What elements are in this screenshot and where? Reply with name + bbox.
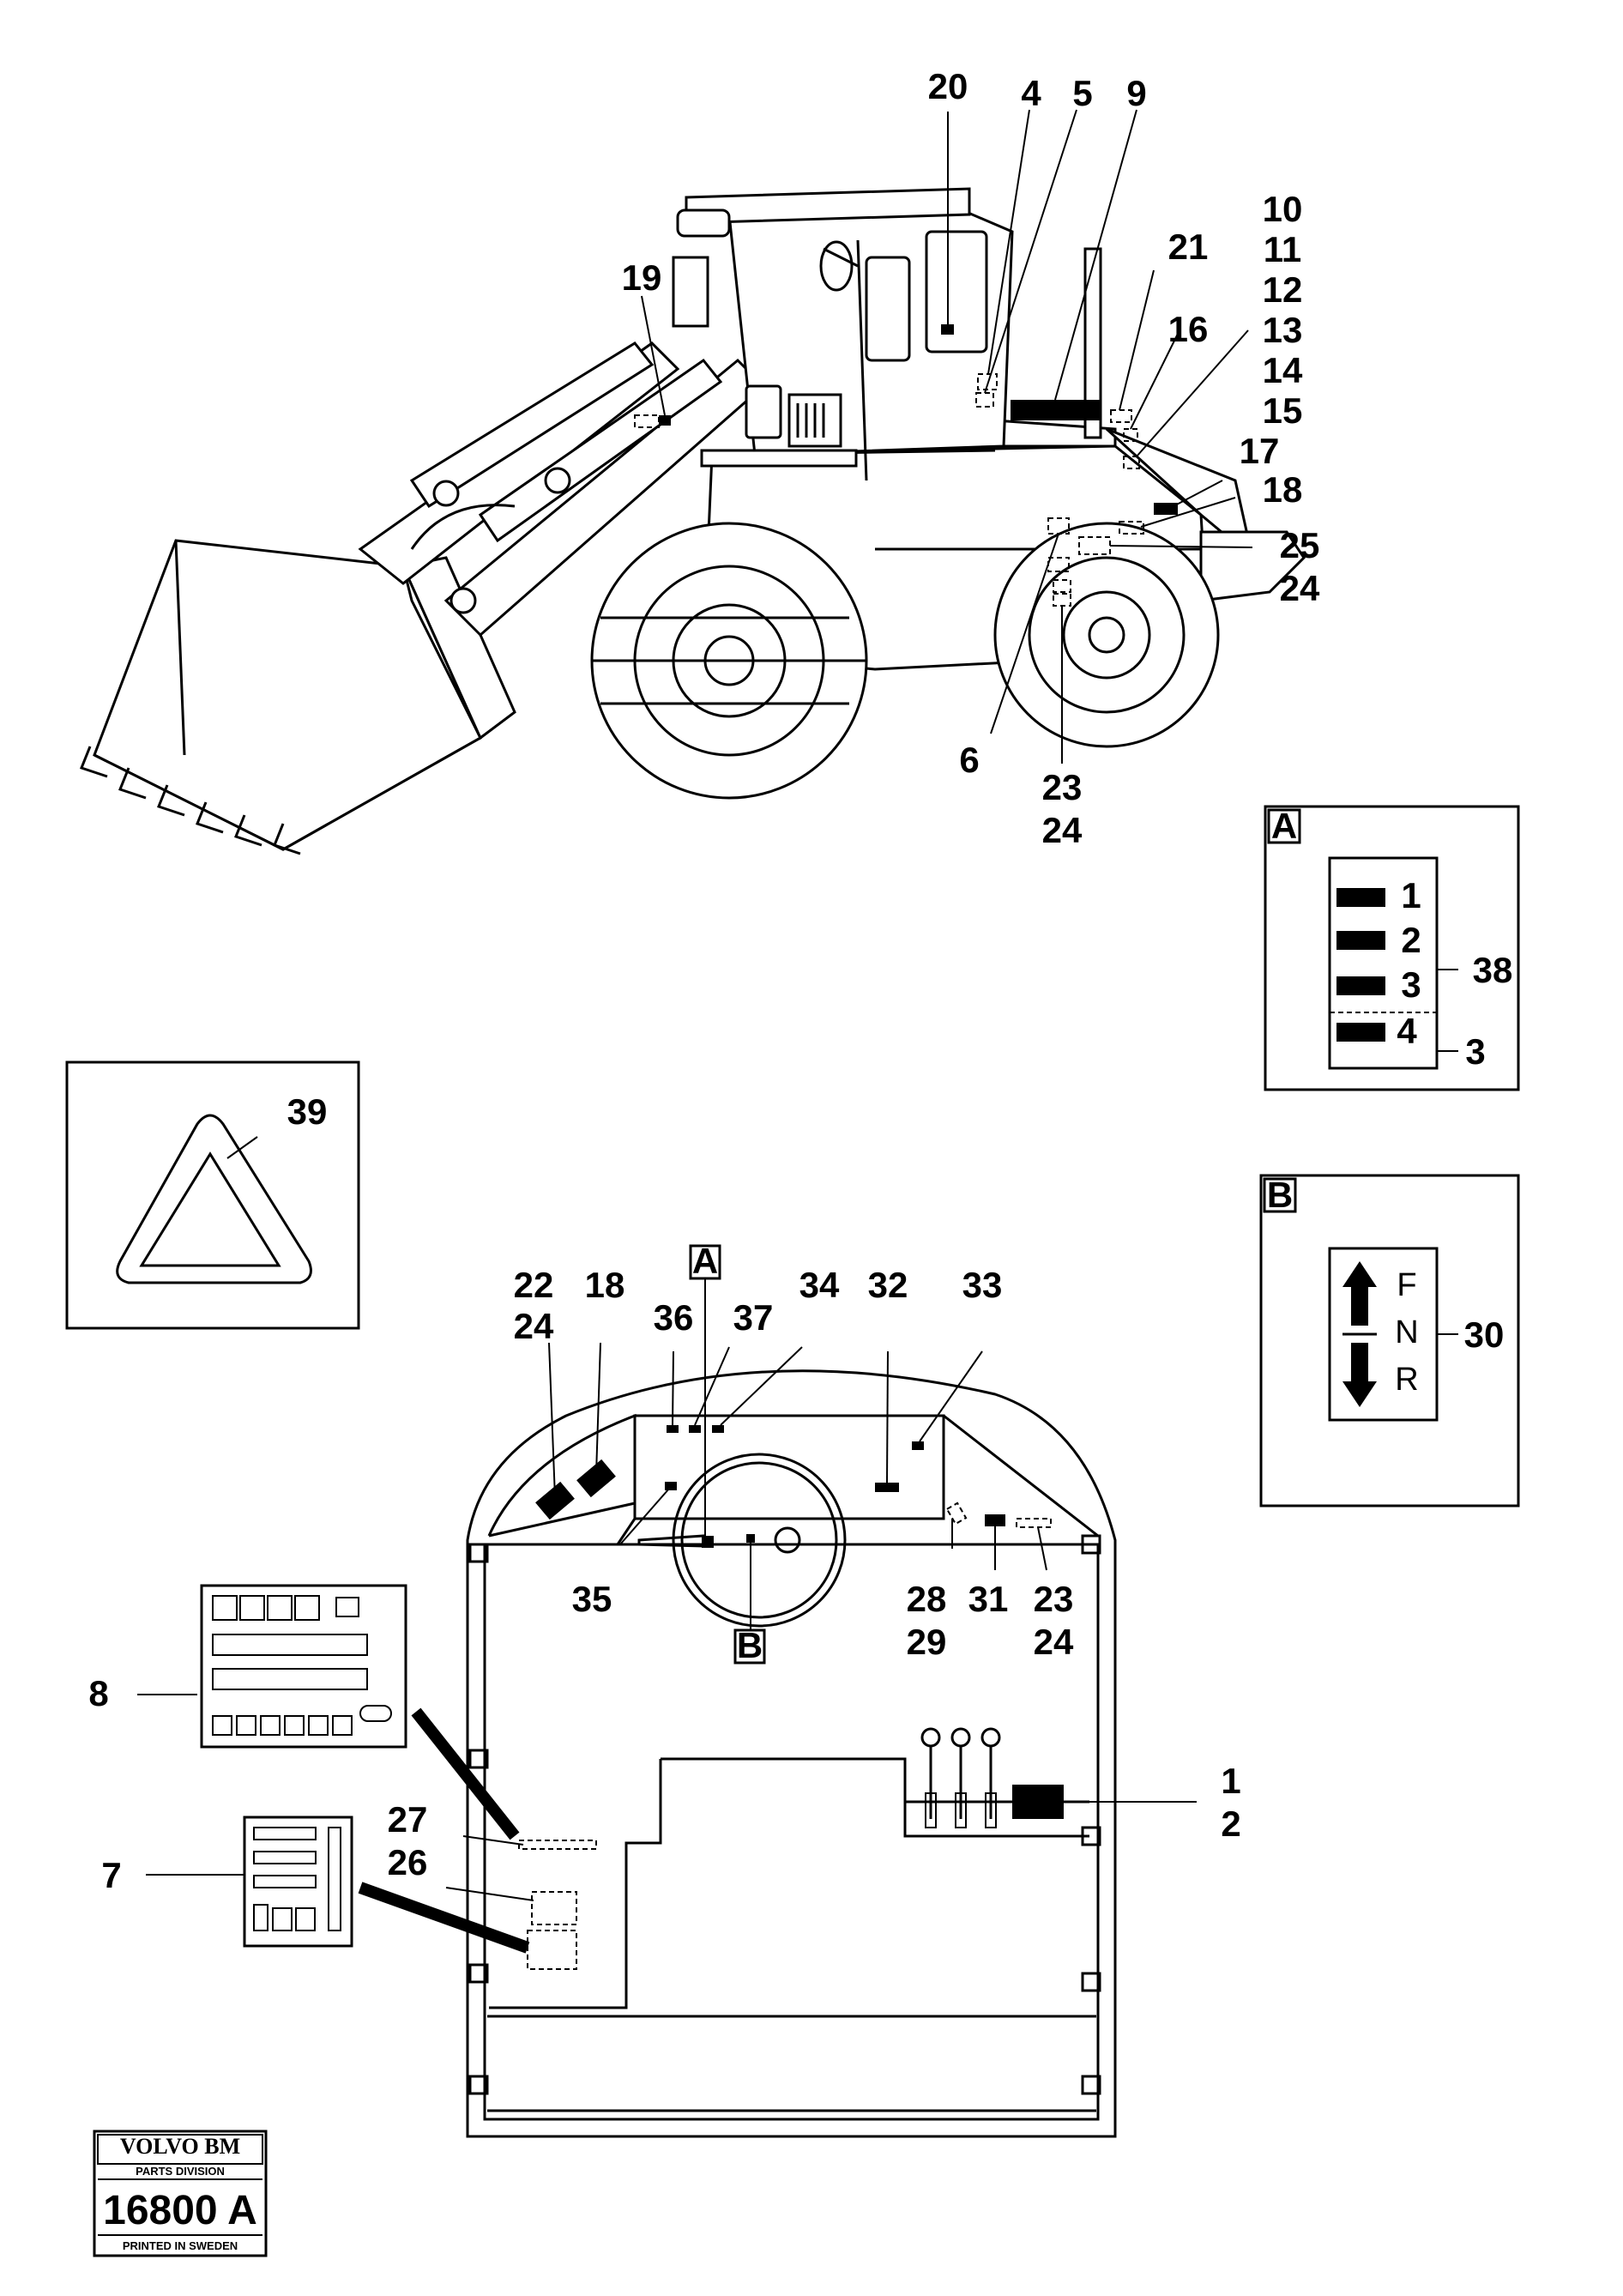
inset-a-lever-decal: A 1 2 3 4 38 3 — [1264, 805, 1520, 1091]
cab-callout-35: 35 — [572, 1579, 612, 1619]
cab-callout-18: 18 — [585, 1265, 625, 1305]
cab-tags: A B — [689, 1241, 766, 1665]
callout-16: 16 — [1168, 309, 1209, 349]
cab-callout-31: 31 — [968, 1579, 1009, 1619]
bucket — [80, 539, 516, 855]
inset-b-reverse: R — [1395, 1362, 1418, 1398]
stamp-number: 16800 A — [103, 2188, 257, 2233]
slow-vehicle-triangle-icon — [116, 1114, 312, 1284]
inset-a-row-3: 3 — [1401, 964, 1421, 1005]
inset-a-row-2: 2 — [1401, 920, 1421, 960]
stamp-division: PARTS DIVISION — [136, 2165, 225, 2178]
inset-a-callout-38: 38 — [1473, 950, 1513, 990]
control-levers — [920, 1727, 1001, 1828]
instrument-panel-8 — [200, 1584, 407, 1749]
cab-callout-23: 23 — [1034, 1579, 1074, 1619]
leader-lines-cab — [137, 1278, 1197, 1901]
cab-callout-7: 7 — [101, 1855, 121, 1895]
callout-5: 5 — [1072, 73, 1092, 113]
inset-a-row-4: 4 — [1397, 1011, 1417, 1051]
rear-wheel — [993, 522, 1220, 748]
fuse-panel-7 — [243, 1816, 353, 1948]
stamp-printed: PRINTED IN SWEDEN — [123, 2239, 238, 2252]
inset-a-row-1: 1 — [1401, 875, 1421, 915]
inset-b-tag: B — [1267, 1175, 1293, 1215]
callout-23-machine: 23 — [1042, 767, 1083, 807]
callout-25: 25 — [1280, 525, 1320, 565]
cab-callout-29: 29 — [907, 1622, 947, 1662]
cab-callout-27: 27 — [388, 1799, 428, 1840]
leader-lines-machine — [641, 109, 1253, 764]
cab-callout-8: 8 — [88, 1673, 108, 1713]
lift-arms — [358, 341, 766, 637]
inset-b-callout-30: 30 — [1464, 1314, 1505, 1355]
callout-24-machine: 24 — [1042, 810, 1083, 850]
inset-a-row-3-mark — [1336, 976, 1385, 995]
cab — [672, 187, 1014, 481]
cab-callout-32: 32 — [868, 1265, 908, 1305]
reverse-arrow-icon — [1342, 1343, 1377, 1407]
cab-callout-34: 34 — [799, 1265, 840, 1305]
cab-callout-26: 26 — [388, 1842, 428, 1882]
inset-a-tag: A — [1271, 806, 1297, 846]
cab-callout-24-right: 24 — [1034, 1622, 1074, 1662]
callout-20: 20 — [928, 66, 968, 106]
front-wheel — [590, 522, 868, 800]
cab-callout-28: 28 — [907, 1579, 947, 1619]
cab-callout-36: 36 — [654, 1297, 694, 1338]
decal-markers-machine — [634, 324, 1178, 607]
callout-10: 10 — [1263, 189, 1303, 229]
cab-tag-a: A — [692, 1241, 718, 1281]
callout-11: 11 — [1264, 229, 1301, 269]
inset-a-row-1-mark — [1336, 888, 1385, 907]
cab-callout-1: 1 — [1221, 1761, 1240, 1801]
inset-a-row-4-mark — [1336, 1023, 1385, 1042]
callout-15: 15 — [1263, 390, 1303, 431]
callout-9: 9 — [1126, 73, 1146, 113]
callout-6: 6 — [959, 740, 979, 780]
inset-a-callout-3: 3 — [1465, 1031, 1485, 1072]
decal-markers-cab — [518, 1425, 1064, 1970]
callout-24-upper: 24 — [1280, 568, 1320, 608]
cab-callout-labels: 22 24 18 36 37 34 32 33 35 28 29 31 23 2… — [88, 1265, 1240, 1895]
triangle-callout-39: 39 — [287, 1091, 328, 1132]
machine-callout-labels: 20 4 5 9 10 11 12 13 14 15 21 16 19 17 1… — [622, 66, 1320, 850]
cab-interior-plan — [137, 1278, 1197, 2138]
inset-b-direction-decal: B F N R 30 — [1259, 1174, 1520, 1508]
rear-left-wheel-outline — [410, 504, 516, 550]
inset-b-neutral: N — [1395, 1314, 1418, 1350]
wheel-loader-illustration: 20 4 5 9 10 11 12 13 14 15 21 16 19 17 1… — [80, 66, 1320, 855]
inset-slow-vehicle-triangle: 39 — [65, 1060, 360, 1330]
inset-b-forward: F — [1397, 1267, 1416, 1303]
callout-12: 12 — [1263, 269, 1303, 310]
callout-14: 14 — [1263, 350, 1303, 390]
cab-callout-24-left: 24 — [514, 1306, 554, 1346]
steering-wheel — [672, 1453, 847, 1628]
cab-callout-33: 33 — [962, 1265, 1003, 1305]
callout-4: 4 — [1021, 73, 1041, 113]
callout-21: 21 — [1168, 227, 1209, 267]
callout-18: 18 — [1263, 469, 1303, 510]
cab-callout-37: 37 — [733, 1297, 774, 1338]
callout-19: 19 — [622, 257, 662, 298]
forward-arrow-icon — [1342, 1261, 1377, 1326]
callout-17: 17 — [1240, 431, 1280, 471]
stamp-brand: VOLVO BM — [120, 2134, 240, 2159]
inset-a-row-2-mark — [1336, 931, 1385, 950]
cab-callout-2: 2 — [1221, 1804, 1240, 1844]
callout-13: 13 — [1263, 310, 1303, 350]
cab-callout-22: 22 — [514, 1265, 554, 1305]
volvo-bm-stamp: VOLVO BM PARTS DIVISION 16800 A PRINTED … — [93, 2130, 268, 2257]
gear-lever — [637, 1534, 705, 1548]
cab-tag-b: B — [737, 1625, 763, 1665]
